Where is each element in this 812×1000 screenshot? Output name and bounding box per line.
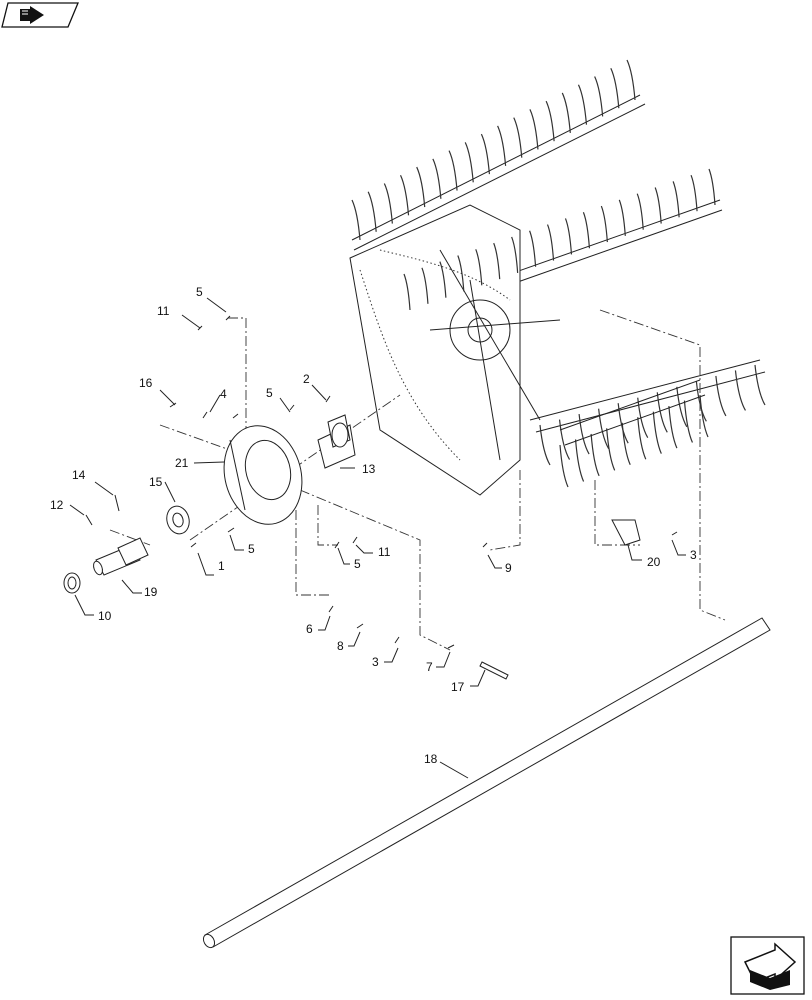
support-bracket [317, 414, 356, 469]
callout-5: 5 [354, 557, 361, 571]
tine [545, 100, 555, 142]
tine [600, 205, 608, 243]
tine [564, 218, 573, 255]
tine [683, 400, 693, 443]
callout-10: 10 [98, 609, 112, 623]
tine [618, 199, 626, 236]
callout-12: 12 [50, 498, 64, 512]
tine [637, 417, 647, 460]
next-page-arrow-icon[interactable] [730, 936, 805, 995]
tine [561, 92, 571, 133]
stub-shaft [93, 537, 149, 576]
callout-4: 4 [220, 387, 227, 401]
callout-7: 7 [426, 660, 433, 674]
callout-20: 20 [647, 555, 661, 569]
callout-5: 5 [196, 285, 203, 299]
reel-assembly [349, 59, 766, 496]
tine [383, 183, 393, 224]
tine [654, 187, 662, 224]
callout-11: 11 [157, 304, 170, 318]
tine [529, 230, 537, 267]
tine [546, 224, 555, 261]
tine [529, 109, 539, 150]
tine [539, 424, 551, 466]
tine [676, 386, 688, 428]
tine [690, 174, 698, 212]
tine [590, 433, 600, 477]
tine [399, 175, 410, 216]
tine [598, 408, 610, 449]
tine [558, 419, 571, 460]
callout-15: 15 [149, 475, 163, 489]
tine [351, 199, 361, 241]
tine [574, 439, 585, 482]
tine [652, 411, 662, 454]
callout-8: 8 [337, 639, 344, 653]
callout-14: 14 [72, 468, 86, 482]
tine [464, 142, 474, 183]
callout-13: 13 [362, 462, 376, 476]
tine [668, 406, 678, 449]
tine [457, 255, 465, 292]
callout-19: 19 [144, 585, 158, 599]
callout-5: 5 [266, 386, 273, 400]
reel-shaft [202, 617, 771, 949]
tine [734, 370, 746, 411]
tine [416, 166, 426, 208]
reel-tines [351, 59, 766, 488]
bearing-bore [172, 512, 184, 528]
tine [582, 212, 591, 249]
washer-hole [67, 576, 77, 590]
tine [559, 444, 569, 488]
tine [432, 158, 442, 199]
tine [577, 84, 588, 125]
tine [606, 428, 616, 471]
tine [610, 67, 620, 109]
tine [480, 133, 491, 175]
callout-6: 6 [306, 622, 313, 636]
tine [672, 181, 680, 218]
callout-labels: 5 11 16 4 5 2 21 13 14 15 12 1 5 5 11 19… [50, 285, 697, 766]
tine [715, 375, 727, 417]
callout-17: 17 [451, 680, 465, 694]
tine [367, 191, 377, 232]
tine [493, 242, 501, 280]
tine [475, 249, 483, 286]
tine [626, 59, 636, 101]
tine [594, 76, 604, 117]
callout-3: 3 [690, 548, 697, 562]
book-arrow-icon[interactable] [1, 2, 79, 28]
tine [403, 273, 411, 311]
tine [621, 422, 631, 466]
tine [421, 267, 429, 304]
tine [511, 236, 519, 273]
callout-5: 5 [248, 542, 255, 556]
tine [754, 364, 766, 406]
callout-1: 1 [218, 559, 225, 573]
callout-2: 2 [303, 372, 310, 386]
callout-16: 16 [139, 376, 153, 390]
tine [636, 193, 644, 230]
callout-9: 9 [505, 561, 512, 575]
hub-flange [223, 425, 303, 525]
leader-lines [69, 297, 686, 779]
tine [497, 125, 507, 166]
callout-21: 21 [175, 456, 189, 470]
tine [656, 392, 668, 433]
tine [699, 394, 709, 438]
lever [611, 519, 641, 546]
callout-18: 18 [424, 752, 438, 766]
tine [439, 261, 447, 298]
callout-3: 3 [372, 655, 379, 669]
tine [708, 168, 716, 206]
callout-11: 11 [378, 545, 391, 559]
tine [513, 117, 523, 158]
tine [448, 150, 458, 191]
